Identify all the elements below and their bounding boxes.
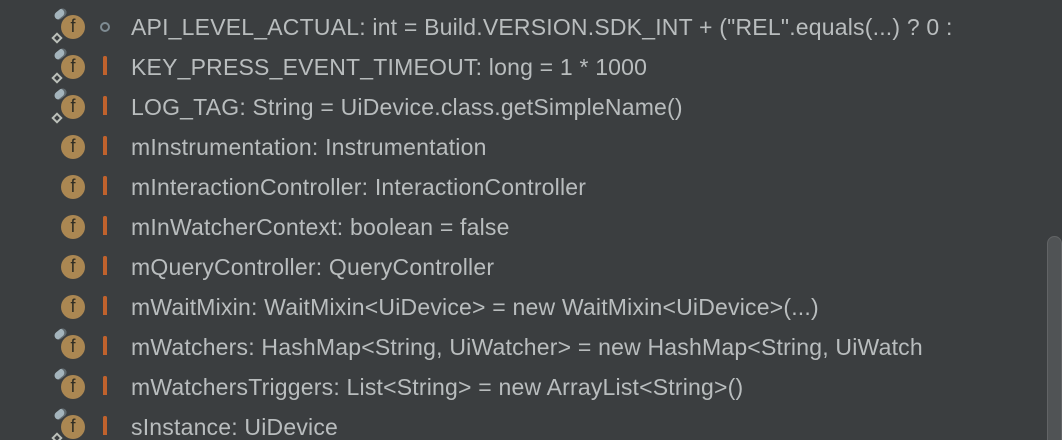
field-label: KEY_PRESS_EVENT_TIMEOUT: long = 1 * 1000 [131, 53, 648, 80]
field-f-icon: f [61, 135, 85, 159]
field-label: mQueryController: QueryController [131, 253, 495, 280]
field-row[interactable]: f sInstance: UiDevice [0, 406, 1062, 440]
field-label: LOG_TAG: String = UiDevice.class.getSimp… [131, 93, 683, 120]
lock-shackle [103, 256, 107, 275]
visibility-icon [97, 416, 113, 436]
field-f-icon: f [61, 255, 85, 279]
private-lock-icon [103, 56, 107, 76]
static-diamond-icon [51, 432, 63, 440]
field-icon: f [61, 255, 85, 279]
field-row[interactable]: f mWatchers: HashMap<String, UiWatcher> … [0, 326, 1062, 367]
field-label: mInteractionController: InteractionContr… [131, 173, 587, 200]
field-f-icon: f [61, 375, 85, 399]
field-row[interactable]: f LOG_TAG: String = UiDevice.class.getSi… [0, 86, 1062, 127]
field-label: mInstrumentation: Instrumentation [131, 133, 487, 160]
field-label: mWatchersTriggers: List<String> = new Ar… [131, 373, 744, 400]
private-lock-icon [103, 256, 107, 276]
field-icon: f [51, 406, 85, 440]
field-icon: f [61, 175, 85, 199]
lock-shackle [103, 96, 107, 115]
field-label: API_LEVEL_ACTUAL: int = Build.VERSION.SD… [131, 13, 953, 40]
fields-list: f API_LEVEL_ACTUAL: int = Build.VERSION.… [0, 6, 1062, 440]
field-f-icon: f [61, 335, 85, 359]
visibility-icon [97, 56, 113, 76]
lock-shackle [103, 416, 107, 435]
field-label: mWatchers: HashMap<String, UiWatcher> = … [131, 333, 923, 360]
lock-shackle [103, 136, 107, 155]
field-icon: f [51, 6, 85, 44]
lock-shackle [103, 376, 107, 395]
private-lock-icon [103, 96, 107, 116]
static-diamond-icon [51, 112, 63, 124]
public-ring-icon [100, 22, 110, 32]
field-label: mWaitMixin: WaitMixin<UiDevice> = new Wa… [131, 293, 819, 320]
field-row[interactable]: f mWatchersTriggers: List<String> = new … [0, 366, 1062, 407]
visibility-icon [97, 376, 113, 396]
static-diamond-icon [51, 32, 63, 44]
visibility-icon [97, 136, 113, 156]
visibility-icon [97, 96, 113, 116]
field-row[interactable]: f mQueryController: QueryController [0, 247, 1062, 287]
visibility-icon [97, 336, 113, 356]
field-f-icon: f [61, 15, 85, 39]
field-icon: f [61, 215, 85, 239]
field-label: mInWatcherContext: boolean = false [131, 213, 510, 240]
field-row[interactable]: f mWaitMixin: WaitMixin<UiDevice> = new … [0, 287, 1062, 327]
private-lock-icon [103, 336, 107, 356]
field-icon: f [52, 326, 85, 359]
field-row[interactable]: f mInstrumentation: Instrumentation [0, 127, 1062, 167]
static-diamond-icon [51, 72, 63, 84]
field-icon: f [51, 46, 85, 84]
private-lock-icon [103, 376, 107, 396]
field-f-icon: f [61, 95, 85, 119]
field-row[interactable]: f KEY_PRESS_EVENT_TIMEOUT: long = 1 * 10… [0, 46, 1062, 87]
field-icon: f [51, 86, 85, 124]
field-f-icon: f [61, 415, 85, 439]
field-row[interactable]: f API_LEVEL_ACTUAL: int = Build.VERSION.… [0, 6, 1062, 47]
field-row[interactable]: f mInteractionController: InteractionCon… [0, 167, 1062, 207]
visibility-icon [97, 256, 113, 276]
private-lock-icon [103, 176, 107, 196]
field-f-icon: f [61, 215, 85, 239]
field-icon: f [61, 135, 85, 159]
visibility-icon [97, 22, 113, 32]
lock-shackle [103, 216, 107, 235]
field-icon: f [61, 295, 85, 319]
private-lock-icon [103, 136, 107, 156]
lock-shackle [103, 56, 107, 75]
visibility-icon [97, 216, 113, 236]
private-lock-icon [103, 416, 107, 436]
lock-shackle [103, 296, 107, 315]
field-f-icon: f [61, 295, 85, 319]
lock-shackle [103, 176, 107, 195]
private-lock-icon [103, 296, 107, 316]
scrollbar-thumb[interactable] [1047, 236, 1062, 440]
field-icon: f [52, 366, 85, 399]
visibility-icon [97, 176, 113, 196]
field-f-icon: f [61, 55, 85, 79]
private-lock-icon [103, 216, 107, 236]
field-row[interactable]: f mInWatcherContext: boolean = false [0, 207, 1062, 247]
visibility-icon [97, 296, 113, 316]
field-label: sInstance: UiDevice [131, 413, 339, 440]
lock-shackle [103, 336, 107, 355]
field-f-icon: f [61, 175, 85, 199]
